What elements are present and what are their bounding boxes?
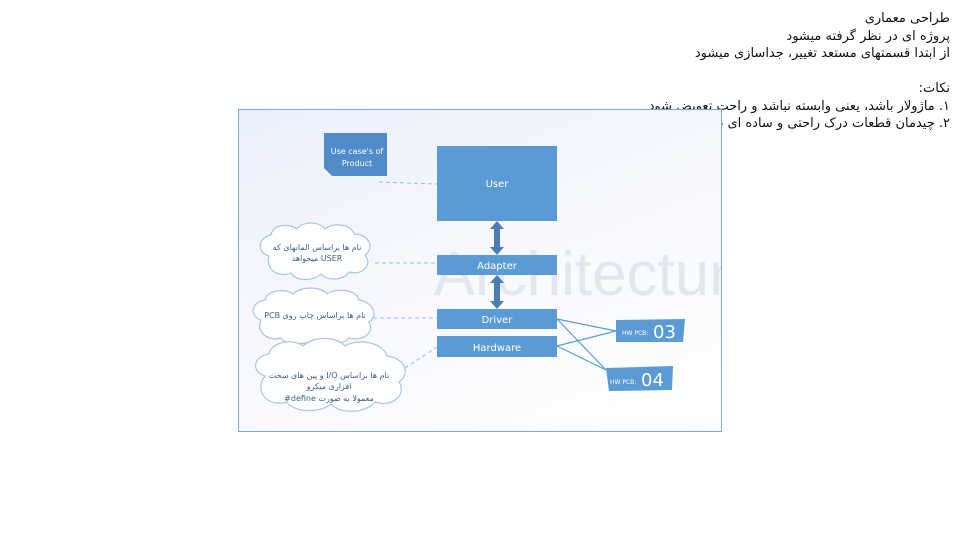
hardware-cloud: نام ها براساس I/O و پین های سخت افزاری م… <box>255 337 406 412</box>
adapter-cloud-line-2: USER میخواهد <box>292 254 343 263</box>
driver-box-label: Driver <box>482 315 514 326</box>
pcb-tag-03: HW PCB: 03 <box>616 319 685 343</box>
adapter-cloud-line-1: نام ها براساس المانهای که <box>273 243 362 252</box>
notes-blank-line <box>350 63 950 81</box>
notes-line: پروژه ای در نظر گرفته میشود <box>786 28 950 44</box>
hardware-box: Hardware <box>437 336 557 357</box>
driver-cloud: نام ها براساس چاپ روی PCB <box>252 287 375 345</box>
architecture-diagram: Architecture Use case's of Product User … <box>238 109 722 432</box>
driver-box: Driver <box>437 309 557 329</box>
adapter-box-label: Adapter <box>477 261 518 272</box>
hardware-cloud-line-1: نام ها براساس I/O و پین های سخت <box>269 371 389 380</box>
use-case-note-line-1: Use case's of <box>331 147 384 156</box>
hardware-cloud-connector <box>398 346 438 373</box>
pcb-tag-prefix: HW PCB: <box>622 330 648 337</box>
user-box: User <box>437 146 557 221</box>
pcb-tag-number: 04 <box>641 370 664 391</box>
hardware-box-label: Hardware <box>473 343 521 354</box>
user-adapter-arrow <box>490 221 504 255</box>
adapter-driver-arrow <box>490 275 504 309</box>
pcb-tag-number: 03 <box>653 322 676 343</box>
notes-line: از ابتدا قسمتهای مستعد تغییر، جداسازی می… <box>694 46 950 61</box>
notes-point-1: ۱. ماژولار باشد، یعنی وابسته نباشد و راح… <box>648 98 950 114</box>
notes-subtitle: نکات: <box>918 81 950 96</box>
adapter-cloud: نام ها براساس المانهای که USER میخواهد <box>259 222 371 281</box>
user-box-label: User <box>486 179 510 190</box>
diagram-canvas: Architecture Use case's of Product User … <box>252 133 721 412</box>
architecture-notes: طراحی معماری پروژه ای در نظر گرفته میشود… <box>350 10 950 133</box>
use-case-note-line-2: Product <box>342 159 372 168</box>
pcb-connectors <box>556 318 617 371</box>
pcb-tag-04: HW PCB: 04 <box>606 366 673 391</box>
note-connector <box>378 181 438 185</box>
driver-cloud-text: نام ها براساس چاپ روی PCB <box>264 311 366 320</box>
adapter-box: Adapter <box>437 255 557 275</box>
use-case-note: Use case's of Product <box>324 133 387 176</box>
notes-point-2: ۲. چیدمان قطعات درک راحتی و ساده ای داشت… <box>662 116 950 131</box>
notes-title: طراحی معماری <box>864 11 950 26</box>
hardware-cloud-line-3: معمولا به صورت define# <box>284 394 374 403</box>
pcb-tag-prefix: HW PCB: <box>610 379 636 386</box>
hardware-cloud-line-2: افزاری میکرو <box>306 382 352 391</box>
